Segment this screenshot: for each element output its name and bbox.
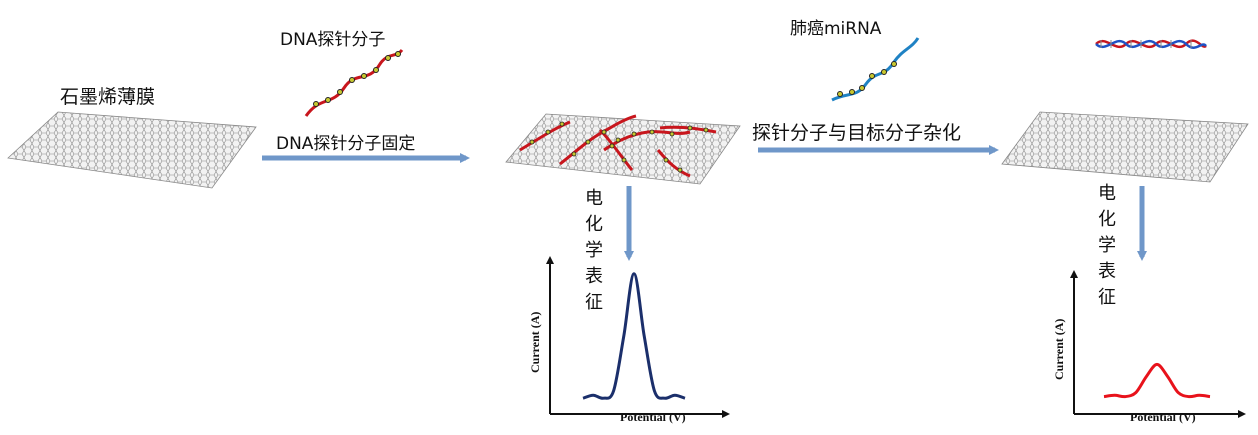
label-electrochem-2: 电 化 学 表 征 xyxy=(1098,183,1116,308)
electrochem-1-char: 表 xyxy=(585,266,603,287)
label-hybridization: 探针分子与目标分子杂化 xyxy=(752,122,961,144)
graphene-sheet-bare xyxy=(7,111,257,189)
label-probe-fixation: DNA探针分子固定 xyxy=(276,134,415,154)
mirna-target-molecule xyxy=(831,37,920,102)
chart1-xlabel: Potential (V) xyxy=(620,410,686,424)
electrochem-1-char: 征 xyxy=(585,292,603,313)
electrochem-1-char: 化 xyxy=(585,214,603,235)
electrochem-2-char: 表 xyxy=(1098,261,1116,282)
chart1-y-arrowhead xyxy=(546,256,554,264)
dna-probe-molecule xyxy=(304,48,404,117)
electrochem-2-char: 征 xyxy=(1098,287,1116,308)
label-electrochem-1: 电 化 学 表 征 xyxy=(585,188,603,313)
chart2-ylabel: Current (A) xyxy=(1052,319,1066,380)
electrochem-1-char: 电 xyxy=(585,188,603,209)
chart1-ylabel: Current (A) xyxy=(528,312,542,373)
double-helix-icon xyxy=(1095,39,1208,49)
chart2-y-arrowhead xyxy=(1070,270,1078,278)
electrochem-2-char: 学 xyxy=(1098,235,1116,256)
chart1-series-line xyxy=(582,272,686,400)
label-dna-probe: DNA探针分子 xyxy=(280,30,385,50)
electrochem-2-char: 化 xyxy=(1098,209,1116,230)
graphene-sheet-with-probes xyxy=(505,113,741,185)
electrochem-2-char: 电 xyxy=(1098,183,1116,204)
label-lung-cancer-mirna: 肺癌miRNA xyxy=(790,19,882,39)
chart2-xlabel: Potential (V) xyxy=(1130,410,1196,424)
chart-low-current: Potential (V) Current (A) xyxy=(1052,270,1246,424)
graphene-sheet-hybridized xyxy=(1001,111,1249,183)
chart1-x-arrowhead xyxy=(722,410,730,418)
electrochem-1-char: 学 xyxy=(585,240,603,261)
chart2-x-arrowhead xyxy=(1238,410,1246,418)
chart-high-current: Potential (V) Current (A) xyxy=(528,256,730,424)
label-graphene-film: 石墨烯薄膜 xyxy=(60,86,155,108)
chart2-series-line xyxy=(1103,362,1211,399)
